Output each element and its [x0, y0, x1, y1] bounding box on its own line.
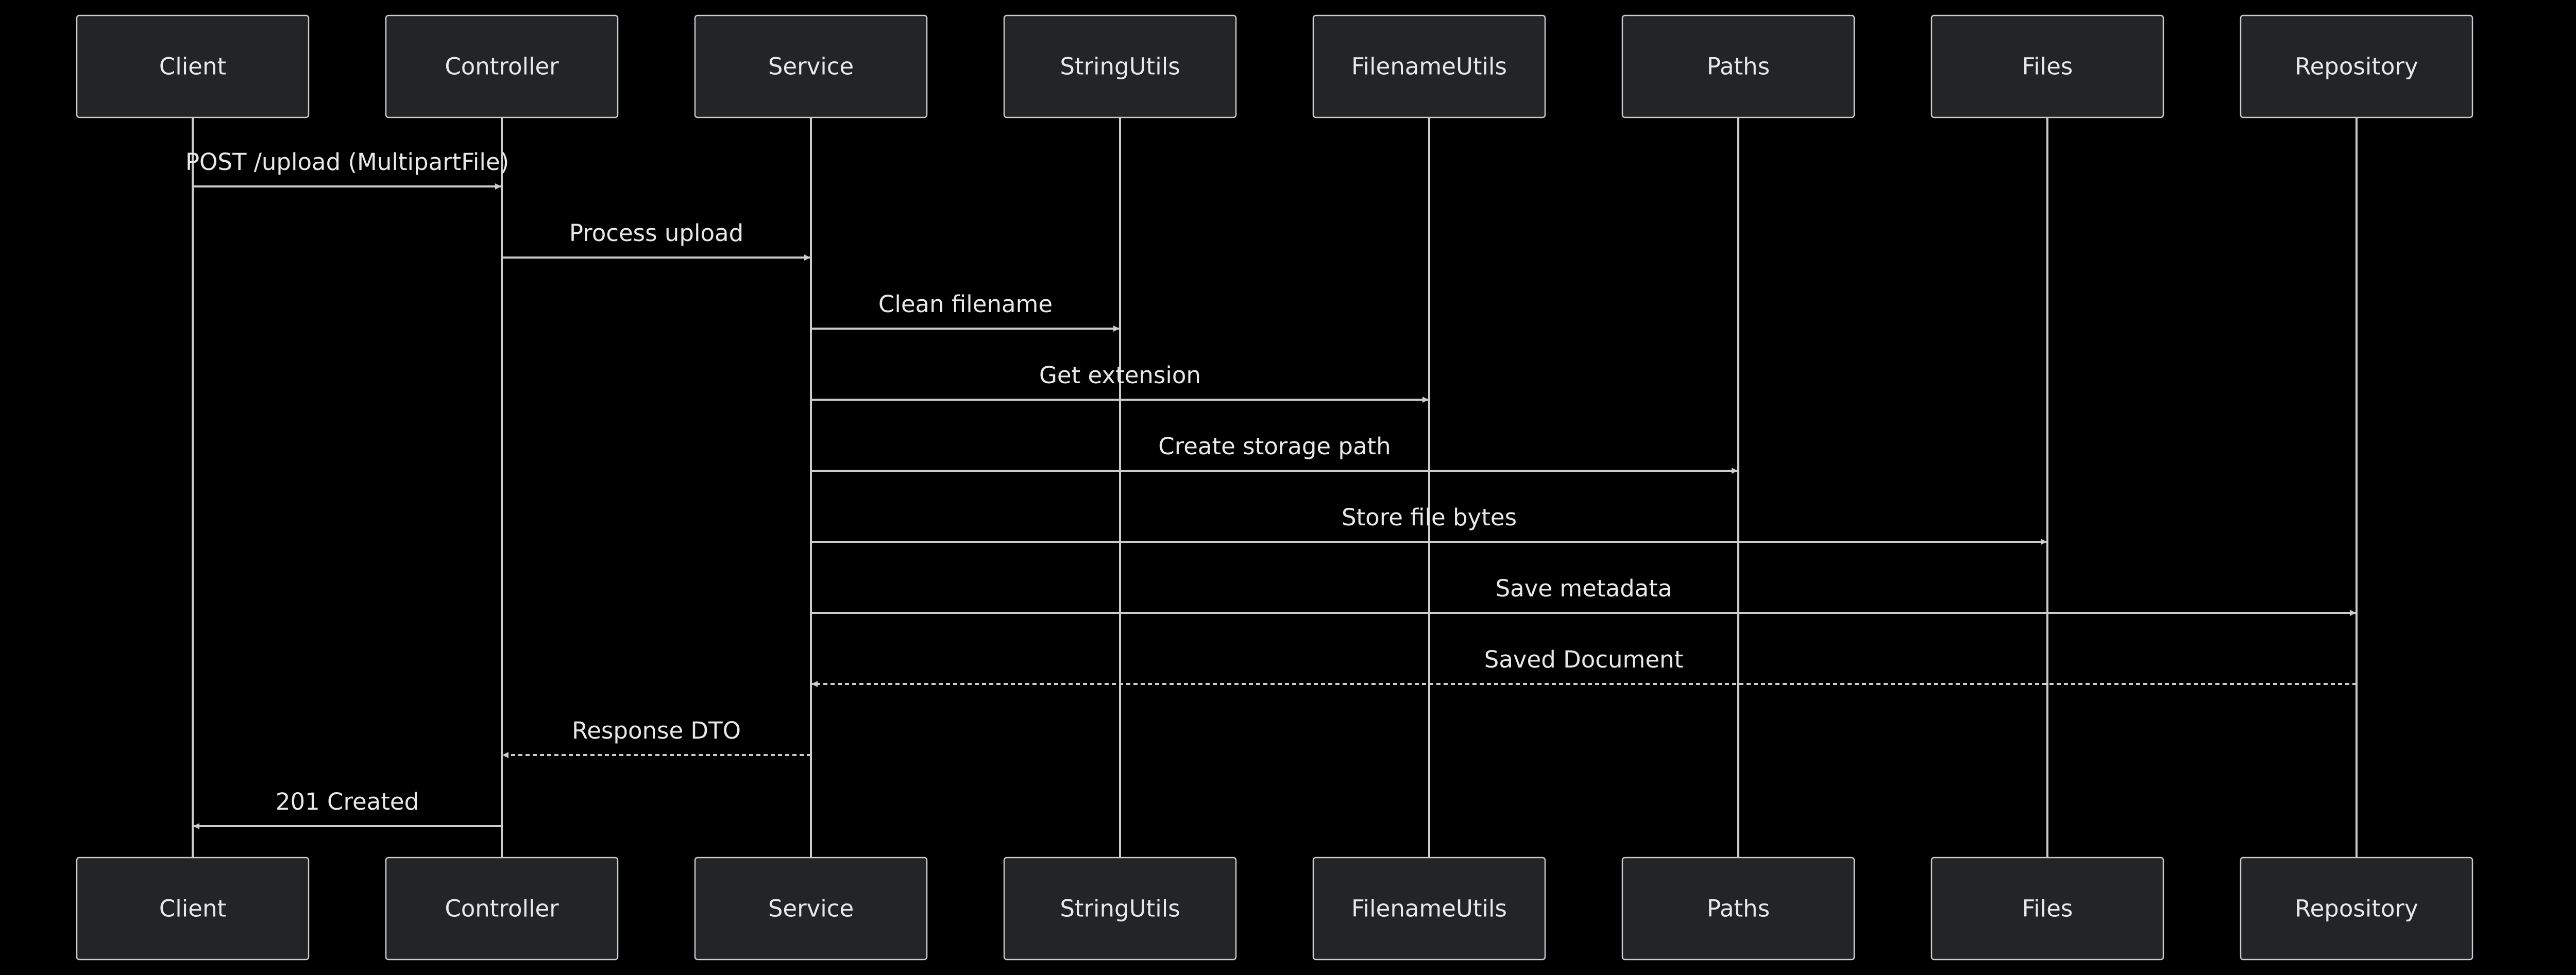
actor-label: Repository [2295, 53, 2418, 80]
message-label: Clean filename [878, 290, 1053, 318]
actor-bottom-client: Client [76, 857, 310, 961]
actor-label: Controller [445, 895, 559, 922]
actor-label: StringUtils [1060, 53, 1180, 80]
actor-label: Paths [1707, 53, 1770, 80]
actor-label: Paths [1707, 895, 1770, 922]
actor-box [76, 857, 310, 961]
actor-box [1312, 857, 1546, 961]
actor-box [2240, 14, 2473, 118]
actor-bottom-service: Service [694, 857, 928, 961]
message-label: Process upload [569, 219, 743, 247]
actor-bottom-filenameutils: FilenameUtils [1312, 857, 1546, 961]
actor-box [1003, 857, 1237, 961]
actor-box [385, 857, 619, 961]
actor-box [1930, 14, 2164, 118]
actor-box [76, 14, 310, 118]
actor-label: FilenameUtils [1351, 53, 1507, 80]
message-label: POST /upload (MultipartFile) [185, 148, 509, 176]
message-save-metadata: Save metadata [811, 575, 2356, 616]
actor-label: Service [768, 53, 854, 80]
message-create-storage-path: Create storage path [811, 433, 1738, 474]
message-label: Save metadata [1496, 575, 1672, 602]
message-label: Get extension [1039, 362, 1201, 389]
actor-box [694, 14, 928, 118]
actor-top-files: Files [1930, 14, 2164, 118]
actor-box [1621, 857, 1855, 961]
message-response-dto: Response DTO [502, 717, 811, 758]
actor-box [1621, 14, 1855, 118]
message-label: Response DTO [572, 717, 741, 744]
actor-bottom-repository: Repository [2240, 857, 2473, 961]
message-saved-document: Saved Document [811, 646, 2357, 687]
actor-bottom-paths: Paths [1621, 857, 1855, 961]
actor-top-repository: Repository [2240, 14, 2473, 118]
actor-bottom-files: Files [1930, 857, 2164, 961]
message-label: Saved Document [1484, 646, 1683, 673]
actor-box [2240, 857, 2473, 961]
actor-label: Files [2022, 53, 2073, 80]
message-label: 201 Created [276, 788, 419, 815]
message-201-created: 201 Created [193, 788, 502, 829]
actor-label: Service [768, 895, 854, 922]
actor-top-service: Service [694, 14, 928, 118]
actor-top-controller: Controller [385, 14, 619, 118]
actor-bottom-controller: Controller [385, 857, 619, 961]
actor-label: Files [2022, 895, 2073, 922]
message-label: Store file bytes [1342, 504, 1517, 531]
actor-top-filenameutils: FilenameUtils [1312, 14, 1546, 118]
message-clean-filename: Clean filename [811, 290, 1120, 332]
message-store-file-bytes: Store file bytes [811, 504, 2047, 545]
messages: POST /upload (MultipartFile) Process uplo… [185, 148, 2357, 829]
actor-top-client: Client [76, 14, 310, 118]
actor-label: FilenameUtils [1351, 895, 1507, 922]
actor-label: Repository [2295, 895, 2418, 922]
actor-top-paths: Paths [1621, 14, 1855, 118]
actor-box [385, 14, 619, 118]
actor-label: Controller [445, 53, 559, 80]
actors: ClientClientControllerControllerServiceS… [76, 14, 2473, 961]
message-post-upload-multipartfile: POST /upload (MultipartFile) [185, 148, 509, 190]
lifelines [192, 117, 2358, 858]
message-label: Create storage path [1158, 433, 1391, 460]
actor-box [1312, 14, 1546, 118]
message-process-upload: Process upload [502, 219, 810, 261]
actor-top-stringutils: StringUtils [1003, 14, 1237, 118]
actor-box [1930, 857, 2164, 961]
actor-label: Client [159, 53, 226, 80]
actor-box [694, 857, 928, 961]
actor-box [1003, 14, 1237, 118]
actor-label: Client [159, 895, 226, 922]
actor-bottom-stringutils: StringUtils [1003, 857, 1237, 961]
actor-label: StringUtils [1060, 895, 1180, 922]
message-get-extension: Get extension [811, 362, 1429, 403]
